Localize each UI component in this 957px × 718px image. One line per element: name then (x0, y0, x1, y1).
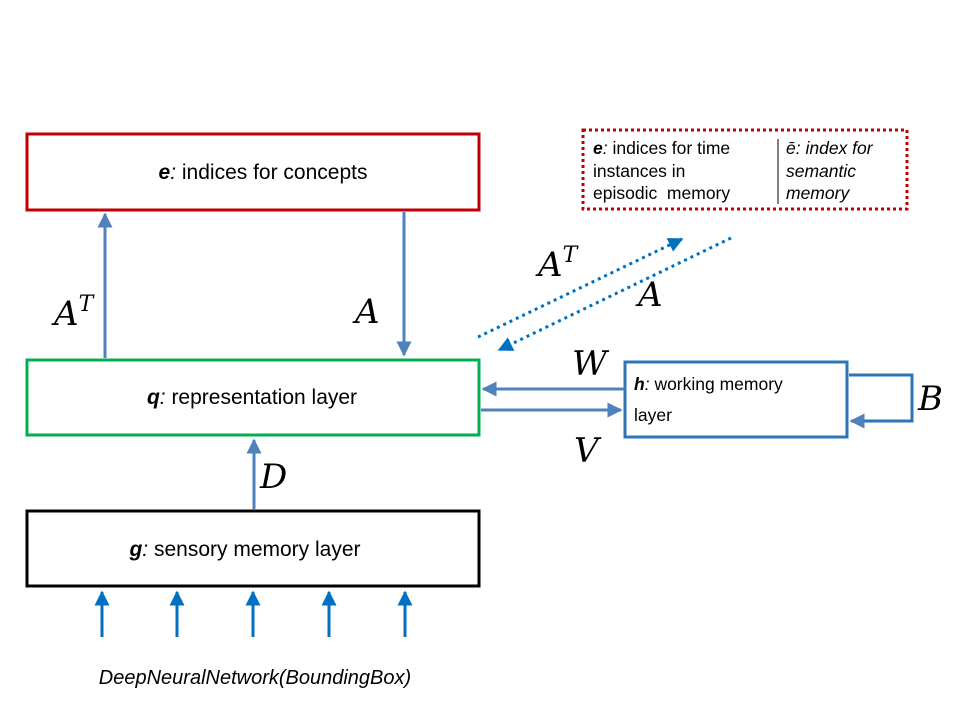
working-memory-label-line1: h: working memory (634, 374, 783, 394)
label-B: B (917, 379, 943, 419)
episodic-memory-box: e: indices for time instances in episodi… (581, 128, 909, 211)
label-AT-diagonal: AT (535, 243, 580, 285)
arrow-B-loop (849, 373, 914, 429)
label-D: D (259, 457, 287, 497)
semantic-label-line2: semantic (786, 161, 856, 181)
working-memory-box: h: working memory layer (623, 360, 849, 439)
representation-label: q: representation layer (147, 386, 357, 409)
episodic-label-line3: episodic memory (593, 183, 730, 203)
arrow-A-diagonal (497, 236, 732, 352)
sensory-box: g: sensory memory layer (25, 509, 481, 588)
concepts-label: e: indices for concepts (159, 161, 368, 184)
input-caption: DeepNeuralNetwork(BoundingBox) (99, 667, 411, 689)
arrow-AT-diagonal (477, 237, 684, 339)
label-A-right: A (352, 292, 380, 332)
input-arrows (94, 590, 413, 637)
label-V: V (574, 431, 602, 471)
label-A-diagonal: A (635, 275, 663, 315)
semantic-label-line3: memory (786, 183, 850, 203)
label-W: W (572, 344, 610, 384)
episodic-label-line2: instances in (593, 161, 685, 181)
label-AT-left: AT (51, 292, 96, 334)
semantic-label-line1: ē: index for (786, 138, 874, 158)
sensory-label: g: sensory memory layer (128, 538, 360, 561)
episodic-label-line1: e: indices for time (593, 138, 730, 158)
concepts-box: e: indices for concepts (25, 132, 481, 212)
working-memory-label-line2: layer (634, 405, 672, 425)
representation-box: q: representation layer (25, 358, 481, 437)
